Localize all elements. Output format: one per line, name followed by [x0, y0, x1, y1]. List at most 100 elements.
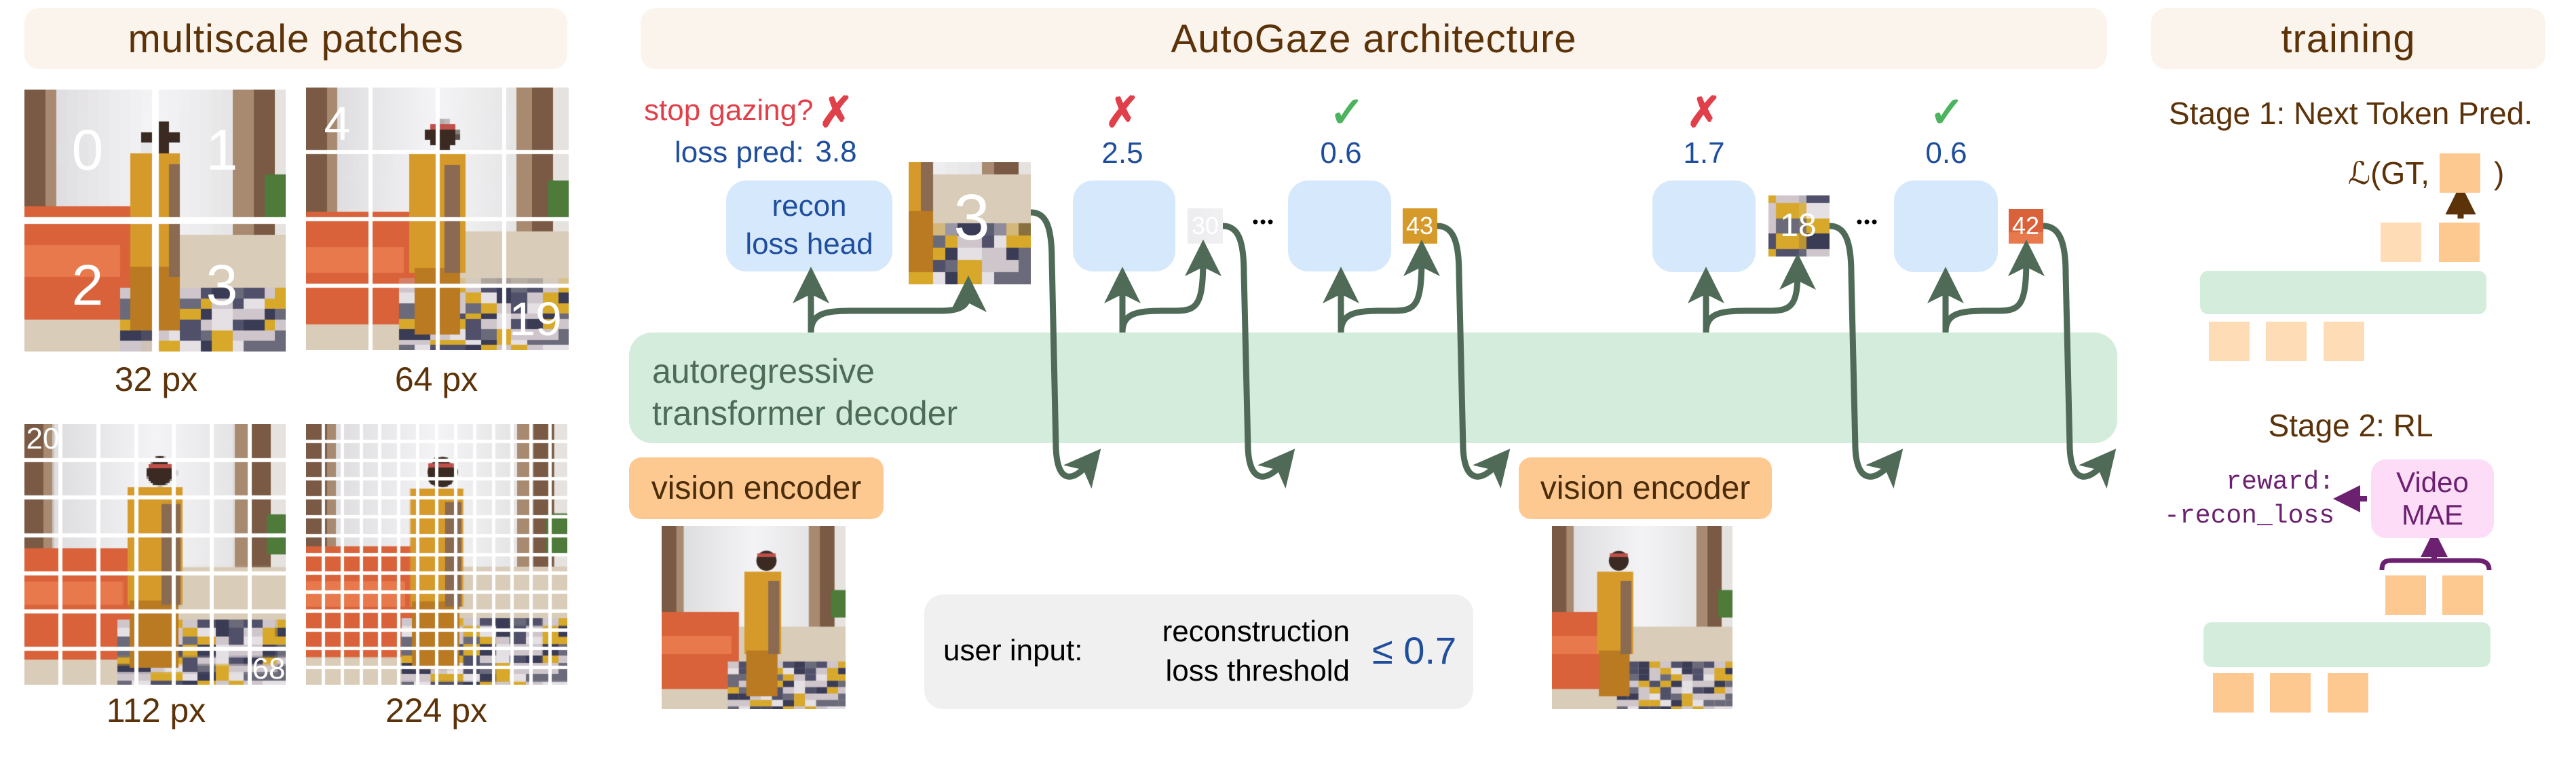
patch-number: 19	[509, 292, 562, 345]
input-token	[2209, 322, 2250, 361]
gazed-patch	[2009, 209, 2043, 244]
video-frame	[1552, 526, 1732, 709]
cross-icon: ✗	[1105, 89, 1140, 136]
panel-label: 32 px	[114, 360, 198, 398]
ellipsis: •••	[1252, 211, 1275, 232]
arrow-to-patch	[1942, 240, 2045, 333]
patch-index: 42	[2011, 212, 2040, 240]
arrow-to-patch	[1119, 240, 1221, 333]
patch-number: 20	[26, 422, 60, 455]
user-input-box: user input: reconstruction loss threshol…	[924, 594, 1473, 709]
gazed-patch	[1403, 208, 1437, 244]
cross-icon: ✗	[818, 89, 854, 136]
patch-panel-64px	[306, 88, 569, 350]
gazed-patch	[1188, 208, 1223, 244]
patch-number: 1	[206, 118, 238, 182]
patch-index: 30	[1191, 212, 1219, 240]
loss-value: 1.7	[1683, 136, 1725, 170]
loss-value: 0.6	[1320, 136, 1362, 170]
multiscale-title: multiscale patches	[128, 16, 464, 61]
architecture-header: AutoGaze architecture	[641, 8, 2107, 69]
output-token	[2385, 575, 2426, 615]
loss-formula: ℒ(GT,	[2348, 155, 2430, 191]
input-token	[2270, 673, 2311, 713]
threshold-description: reconstruction loss threshold	[1162, 612, 1350, 691]
stage1-title: Stage 1: Next Token Pred.	[2168, 96, 2533, 131]
panel-label: 64 px	[394, 360, 478, 398]
loss-value: 0.6	[1925, 136, 1967, 170]
panel-label: 224 px	[385, 691, 488, 729]
ellipsis: •••	[1856, 211, 1879, 232]
reward-line2: -recon_loss	[2164, 501, 2334, 531]
patch-number: 4	[324, 97, 351, 150]
input-token	[2266, 322, 2307, 361]
gazed-patch	[909, 162, 1031, 284]
input-token	[2328, 673, 2368, 713]
patch-index: 43	[1405, 212, 1434, 240]
training-header: training	[2151, 8, 2545, 69]
input-token	[2324, 322, 2364, 361]
loss-value: 2.5	[1101, 136, 1143, 170]
recon-loss-head-step	[1073, 181, 1175, 271]
recon-loss-head: recon loss head	[726, 181, 892, 271]
transformer-decoder: autoregressive transformer decoder	[629, 333, 2117, 443]
loss-pred-label: loss pred:	[675, 136, 804, 169]
patch-panel-32px	[24, 90, 286, 352]
patch-number: 0	[71, 118, 104, 182]
patch-number: 3	[206, 253, 238, 317]
gazed-patch	[1768, 195, 1830, 257]
stage2-decoder	[2203, 622, 2490, 667]
arrow-to-encoder	[1030, 209, 1101, 489]
stop-gazing-label: stop gazing?	[644, 94, 814, 127]
video-mae-box: Video MAE	[2371, 459, 2494, 538]
vision-encoder: vision encoder	[1519, 457, 1772, 519]
arrow-to-encoder	[1829, 223, 1903, 489]
decoder-line1: autoregressive	[652, 352, 875, 390]
architecture-title: AutoGaze architecture	[1171, 16, 1577, 61]
predicted-token	[2440, 153, 2480, 193]
check-icon: ✓	[1329, 89, 1365, 136]
patch-panel-112px	[24, 424, 286, 685]
patch-index: 3	[953, 181, 990, 254]
decoder-line2: transformer decoder	[652, 394, 958, 432]
patch-number: 68	[252, 652, 286, 685]
output-token	[2442, 575, 2483, 615]
vision-encoder: vision encoder	[629, 457, 884, 519]
threshold-line1: reconstruction	[1162, 615, 1350, 648]
loss-formula-close: )	[2494, 155, 2505, 191]
cross-icon: ✗	[1686, 89, 1722, 136]
multiscale-header: multiscale patches	[24, 8, 567, 69]
arrow-to-patch	[808, 276, 987, 333]
recon-loss-head-step	[1894, 181, 1998, 272]
encoder-label: vision encoder	[651, 470, 862, 506]
arrow-to-encoder	[1222, 223, 1295, 489]
patch-index: 18	[1780, 208, 1817, 244]
user-input-label: user input:	[943, 634, 1083, 667]
recon-loss-head-step	[1652, 181, 1756, 272]
patch-number: 2	[71, 253, 104, 317]
check-icon: ✓	[1929, 89, 1965, 136]
threshold-value[interactable]: ≤ 0.7	[1372, 629, 1457, 672]
video-frame	[662, 526, 846, 709]
stage1-decoder	[2200, 271, 2486, 314]
recon-head-line1: recon	[772, 189, 847, 223]
training-title: training	[2281, 16, 2416, 61]
stage2-title: Stage 2: RL	[2268, 408, 2433, 443]
output-token	[2439, 223, 2480, 262]
reward-label: reward: -recon_loss	[2164, 466, 2334, 533]
loss-value: 3.8	[815, 135, 857, 168]
output-token	[2381, 223, 2421, 262]
recon-loss-head-step	[1288, 181, 1391, 271]
encoder-label: vision encoder	[1540, 470, 1751, 506]
mae-line2: MAE	[2401, 499, 2463, 531]
panel-label: 112 px	[106, 691, 206, 729]
recon-head-line2: loss head	[745, 227, 873, 261]
arrow-to-encoder	[2043, 223, 2117, 489]
mae-line1: Video	[2396, 466, 2469, 498]
arrow-to-patch	[1703, 253, 1816, 333]
arrow-to-patch	[1338, 240, 1440, 333]
arrow-to-encoder	[1437, 223, 1511, 489]
output-brace	[2379, 558, 2492, 571]
patch-panel-224px	[306, 424, 567, 685]
